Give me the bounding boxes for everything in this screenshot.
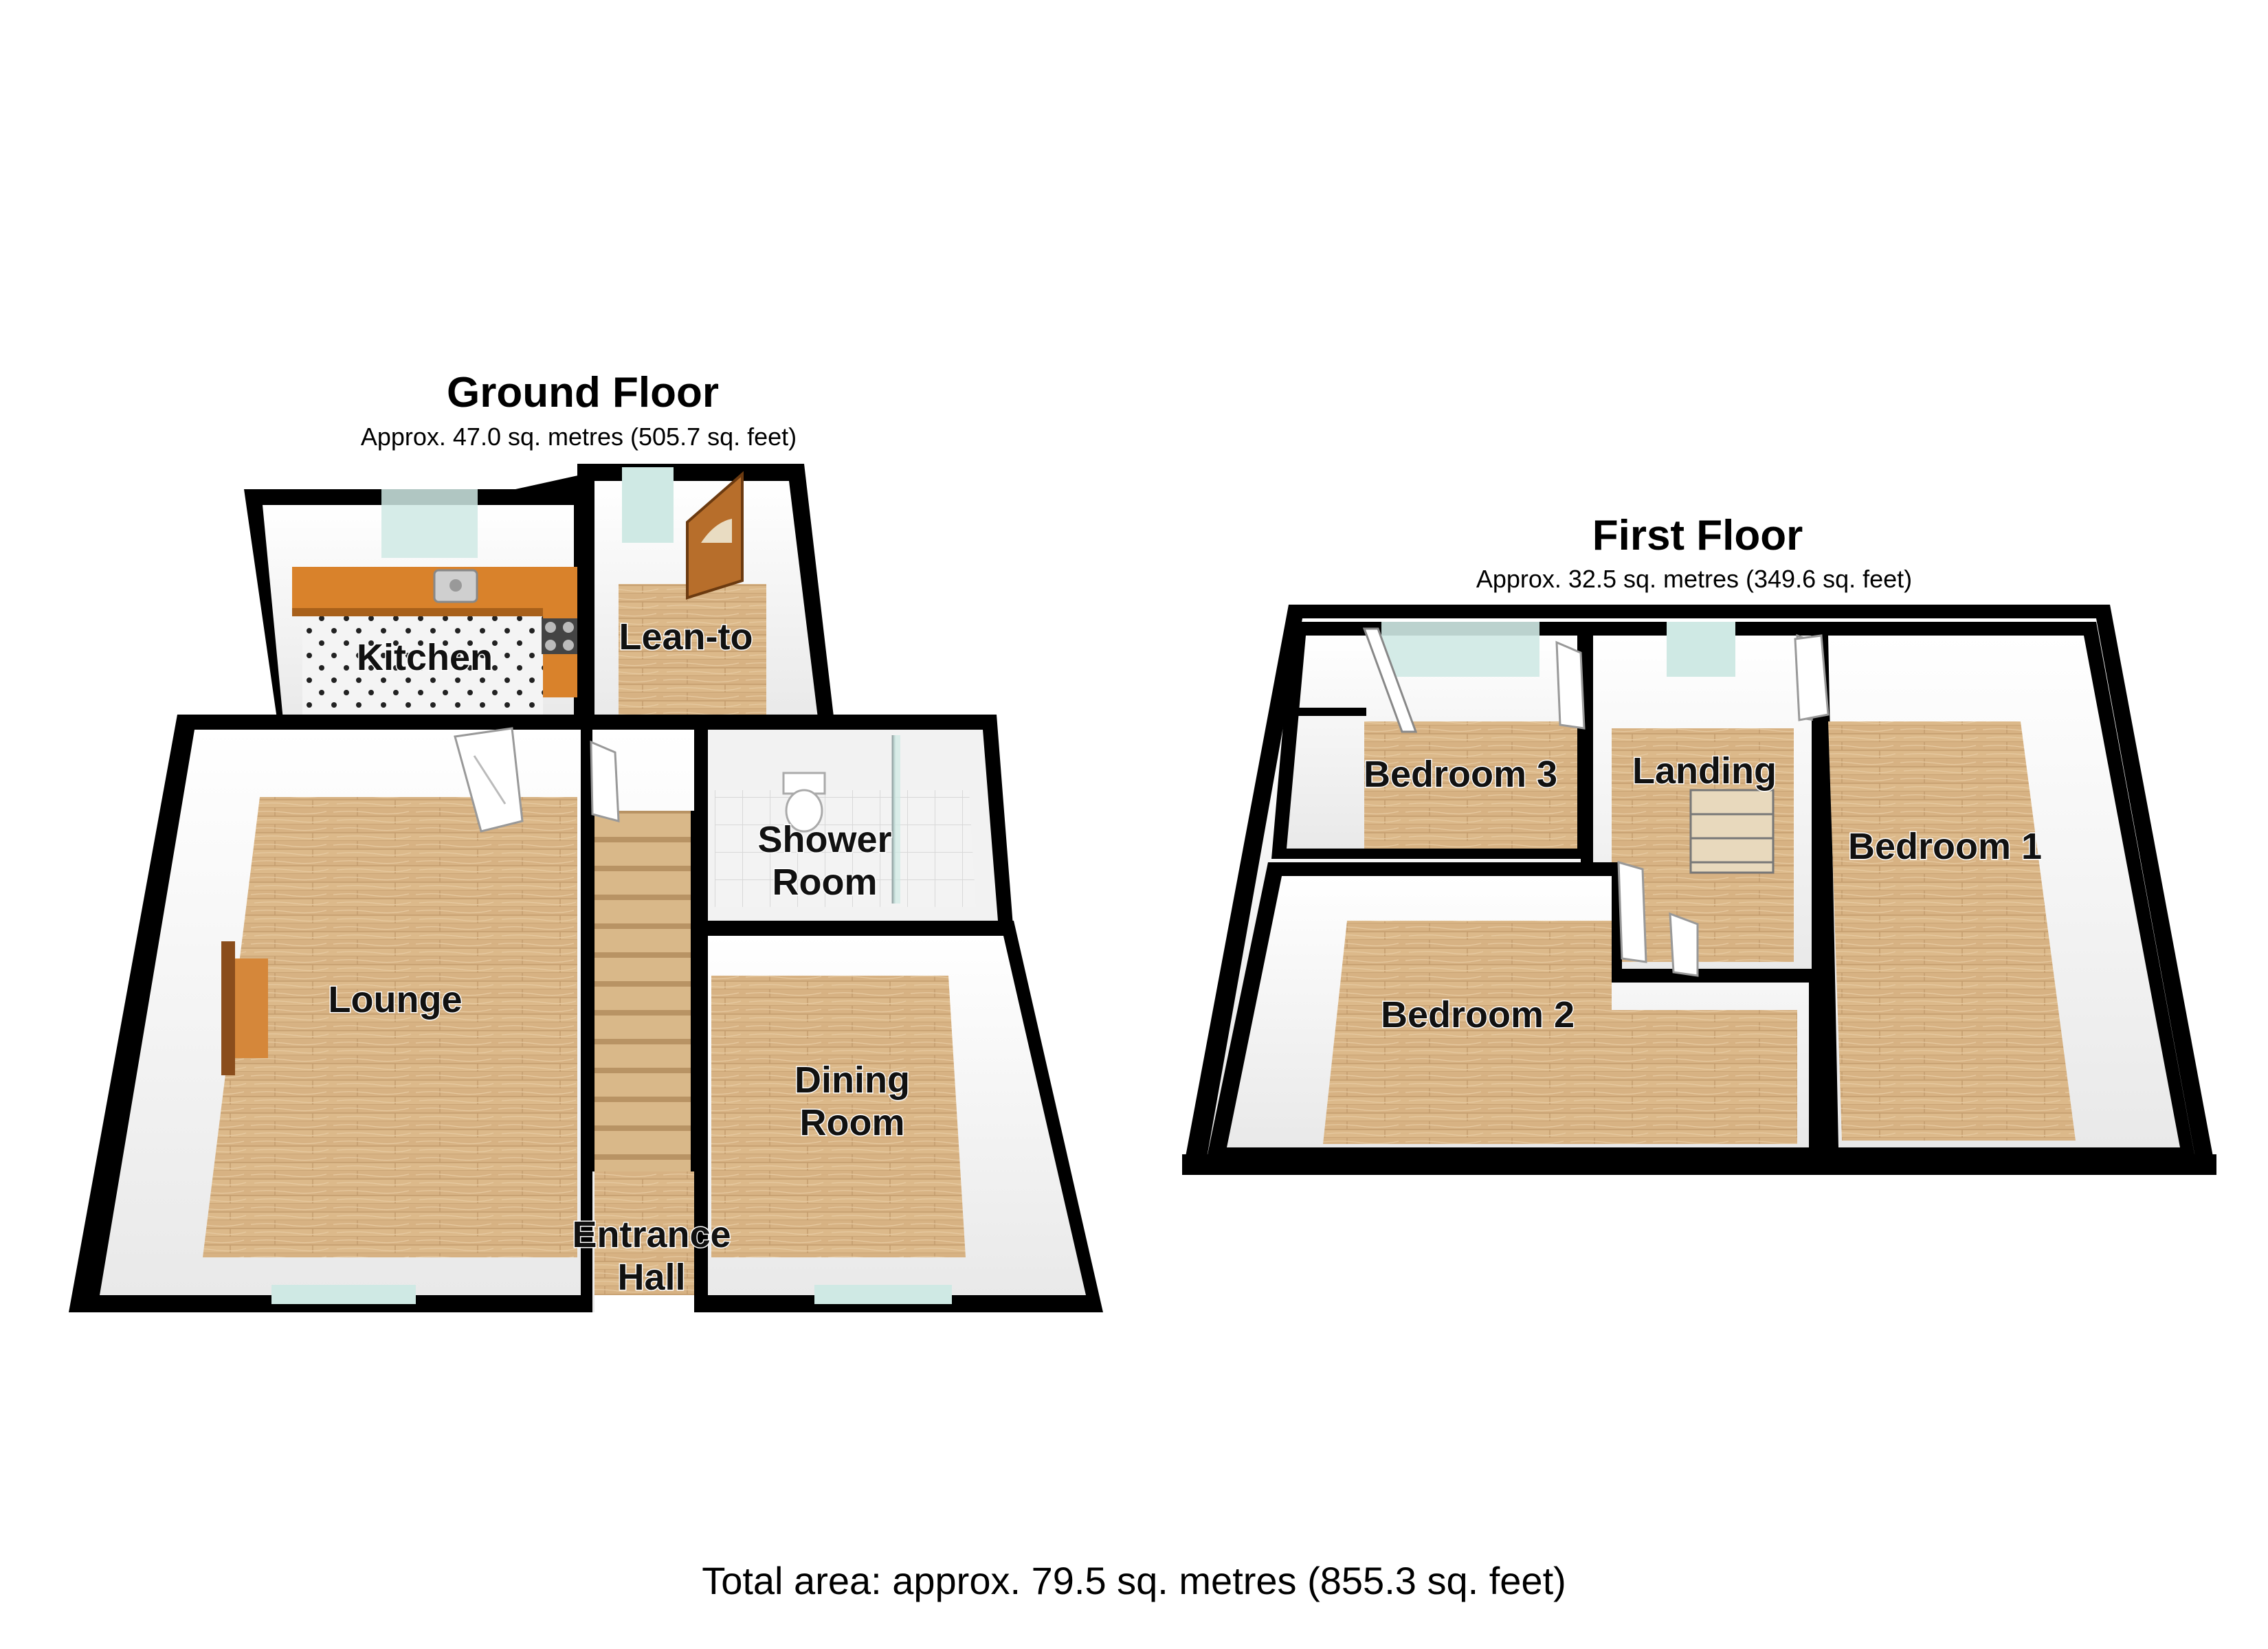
- bedroom-1-room: [1794, 622, 2196, 1161]
- door-icon: [686, 471, 744, 600]
- toilet-icon: [782, 772, 826, 833]
- lean-to-room: [577, 464, 835, 728]
- shower-room-label-line-1: Shower: [757, 819, 891, 860]
- bedroom-1-door-icon: [1794, 634, 1830, 721]
- shower-room: [694, 715, 1014, 934]
- first-floor-area: Approx. 32.5 sq. metres (349.6 sq. feet): [1476, 565, 1912, 593]
- bedroom-2-room: [1206, 860, 1821, 1161]
- ground-floor-plan: [69, 464, 1103, 1316]
- ground-floor-title: Ground Floor: [447, 369, 719, 416]
- fireplace-icon: [221, 941, 268, 1075]
- sink-icon: [433, 569, 478, 603]
- kitchen-room: [244, 474, 584, 728]
- bedroom-1-label: Bedroom 1: [1848, 826, 2042, 867]
- lounge-window: [271, 1285, 416, 1304]
- entrance-hall-label-line-1: Entrance: [572, 1214, 731, 1255]
- dining-window: [814, 1285, 952, 1304]
- entrance-hall-label-line-2: Hall: [617, 1257, 685, 1298]
- bedroom-3-window: [1381, 622, 1539, 677]
- bedroom-2-door-icon: [1617, 860, 1699, 977]
- landing-label: Landing: [1632, 750, 1777, 792]
- bedroom-3-label: Bedroom 3: [1364, 754, 1557, 795]
- shower-screen-icon: [891, 735, 900, 904]
- first-floor-title: First Floor: [1592, 512, 1803, 559]
- lounge-room: [69, 715, 605, 1312]
- dining-room-label-line-1: Dining: [794, 1059, 910, 1101]
- wardrobe-icon: [1362, 627, 1418, 733]
- lounge-label: Lounge: [329, 979, 463, 1020]
- lounge-door-icon: [454, 727, 524, 833]
- dining-room-label-line-2: Room: [800, 1102, 905, 1143]
- lean-to-label: Lean-to: [619, 616, 753, 658]
- bedroom-3-room: [1271, 622, 1588, 859]
- first-floor-plan: [1182, 605, 2216, 1175]
- kitchen-window: [381, 489, 478, 558]
- total-area-caption: Total area: approx. 79.5 sq. metres (855…: [702, 1559, 1566, 1602]
- ground-floor-area: Approx. 47.0 sq. metres (505.7 sq. feet): [361, 423, 797, 451]
- hob-icon: [542, 618, 577, 654]
- bedroom-2-label: Bedroom 2: [1381, 994, 1575, 1035]
- landing-window: [1667, 622, 1735, 677]
- lean-to-window: [622, 467, 674, 543]
- front-door-opening: [594, 1295, 698, 1316]
- shower-room-label-line-2: Room: [772, 862, 878, 903]
- stair-banister-icon: [1689, 789, 1775, 874]
- staircase: [594, 811, 691, 1171]
- dining-room: [694, 921, 1103, 1312]
- kitchen-label: Kitchen: [357, 637, 493, 678]
